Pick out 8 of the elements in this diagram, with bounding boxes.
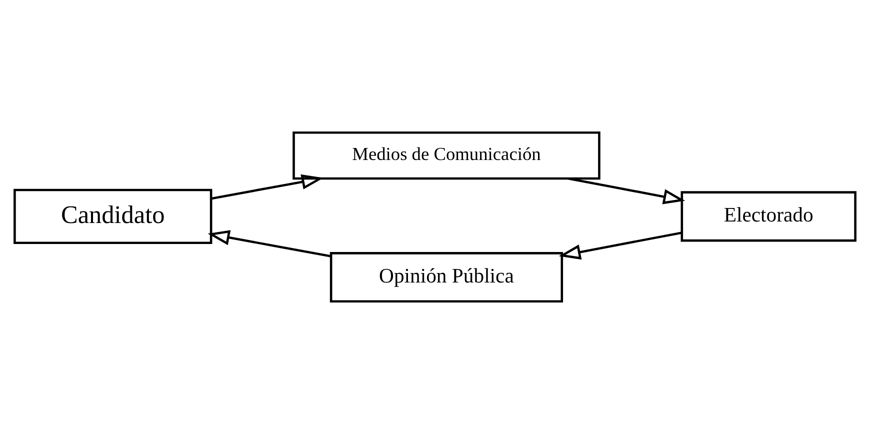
node-box: Medios de Comunicación	[292, 130, 600, 180]
node-box: Candidato	[14, 188, 212, 244]
arrow	[208, 230, 332, 257]
node-box: Electorado	[680, 190, 856, 242]
arrow	[558, 231, 682, 260]
node-box: Opinión Pública	[330, 252, 564, 302]
arrow	[210, 174, 324, 200]
arrow	[568, 176, 686, 204]
